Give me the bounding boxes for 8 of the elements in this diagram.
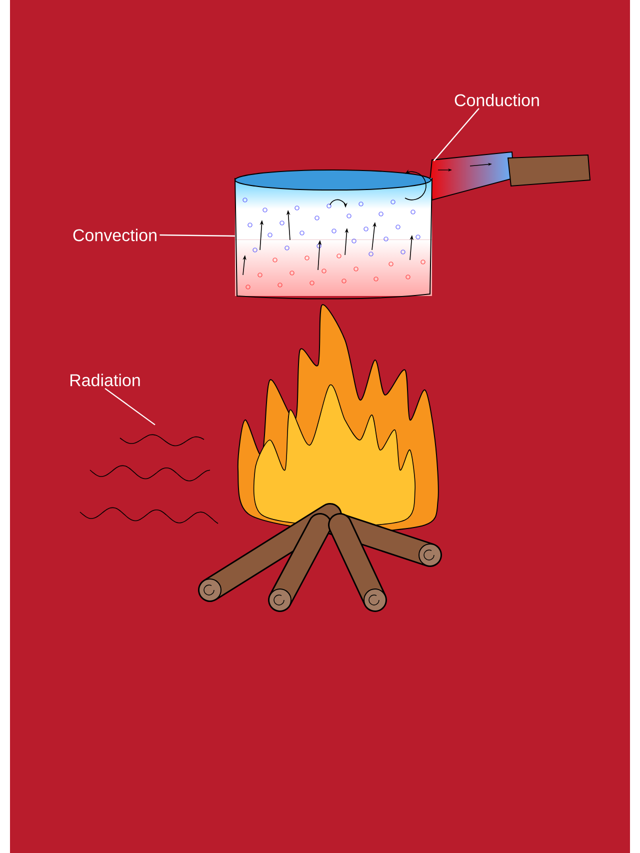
- leader-line: [160, 234, 235, 237]
- label-text: Convection: [73, 228, 156, 242]
- label-text: Conduction: [454, 94, 539, 106]
- pot-drawing: [234, 170, 432, 300]
- leader-line: [104, 388, 156, 426]
- leader-line: [433, 108, 480, 162]
- heat-waves-drawing: [80, 434, 218, 524]
- label-text: Radiation: [70, 374, 140, 386]
